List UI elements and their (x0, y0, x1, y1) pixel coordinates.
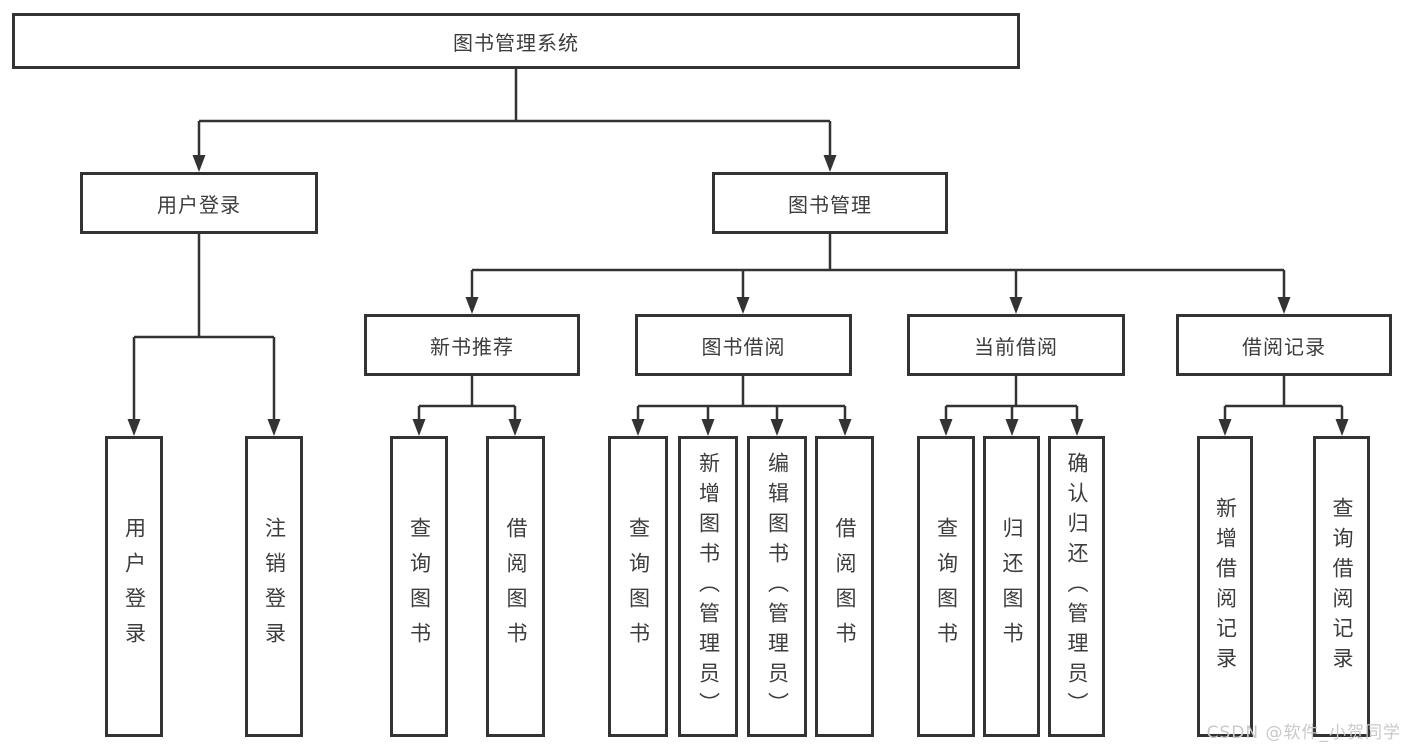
node-book-borrow-label: 图书借阅 (701, 334, 786, 359)
node-borrow-records: 借阅记录 (1176, 314, 1392, 376)
node-leaf-query-books-2-label: 查询图书 (626, 516, 651, 657)
node-leaf-query-books-1: 查询图书 (390, 436, 448, 737)
node-leaf-query-books-3: 查询图书 (917, 436, 975, 737)
node-leaf-query-books-3-label: 查询图书 (934, 516, 959, 657)
node-leaf-return-books: 归还图书 (983, 436, 1040, 737)
node-book-borrow: 图书借阅 (635, 314, 852, 376)
node-book-management-label: 图书管理 (788, 192, 872, 217)
node-leaf-logout: 注销登录 (245, 436, 303, 737)
node-new-book-recommend-label: 新书推荐 (430, 334, 514, 359)
node-root-label: 图书管理系统 (453, 30, 579, 55)
node-leaf-user-login: 用户登录 (105, 436, 163, 737)
node-leaf-query-borrow-record: 查询借阅记录 (1313, 436, 1370, 737)
node-user-login-label: 用户登录 (157, 192, 241, 217)
node-leaf-query-books-2: 查询图书 (608, 436, 668, 737)
node-root: 图书管理系统 (12, 13, 1020, 69)
node-leaf-query-borrow-record-label: 查询借阅记录 (1330, 496, 1354, 677)
node-new-book-recommend: 新书推荐 (364, 314, 580, 376)
node-leaf-borrow-books-1: 借阅图书 (486, 436, 545, 737)
node-leaf-add-borrow-record: 新增借阅记录 (1197, 436, 1253, 737)
node-leaf-query-books-1-label: 查询图书 (407, 516, 432, 657)
node-leaf-borrow-books-1-label: 借阅图书 (504, 516, 528, 657)
node-leaf-add-borrow-record-label: 新增借阅记录 (1213, 496, 1238, 677)
node-leaf-confirm-return-admin-label: 确认归还（管理员） (1065, 451, 1089, 722)
watermark: CSDN @软件_小贺同学 (1206, 723, 1401, 743)
node-leaf-return-books-label: 归还图书 (1000, 516, 1024, 657)
node-current-borrow: 当前借阅 (907, 314, 1125, 376)
node-leaf-edit-books-admin-label: 编辑图书（管理员） (765, 451, 790, 722)
node-leaf-add-books-admin: 新增图书（管理员） (678, 436, 738, 737)
node-book-management: 图书管理 (712, 172, 948, 234)
node-current-borrow-label: 当前借阅 (974, 334, 1058, 359)
node-leaf-add-books-admin-label: 新增图书（管理员） (696, 451, 721, 722)
node-user-login: 用户登录 (80, 172, 318, 234)
node-leaf-user-login-label: 用户登录 (122, 516, 147, 657)
node-borrow-records-label: 借阅记录 (1242, 334, 1326, 359)
node-leaf-borrow-books-2-label: 借阅图书 (833, 516, 857, 657)
node-leaf-confirm-return-admin: 确认归还（管理员） (1048, 436, 1105, 737)
node-leaf-edit-books-admin: 编辑图书（管理员） (747, 436, 807, 737)
node-leaf-borrow-books-2: 借阅图书 (815, 436, 874, 737)
node-leaf-logout-label: 注销登录 (262, 516, 287, 657)
